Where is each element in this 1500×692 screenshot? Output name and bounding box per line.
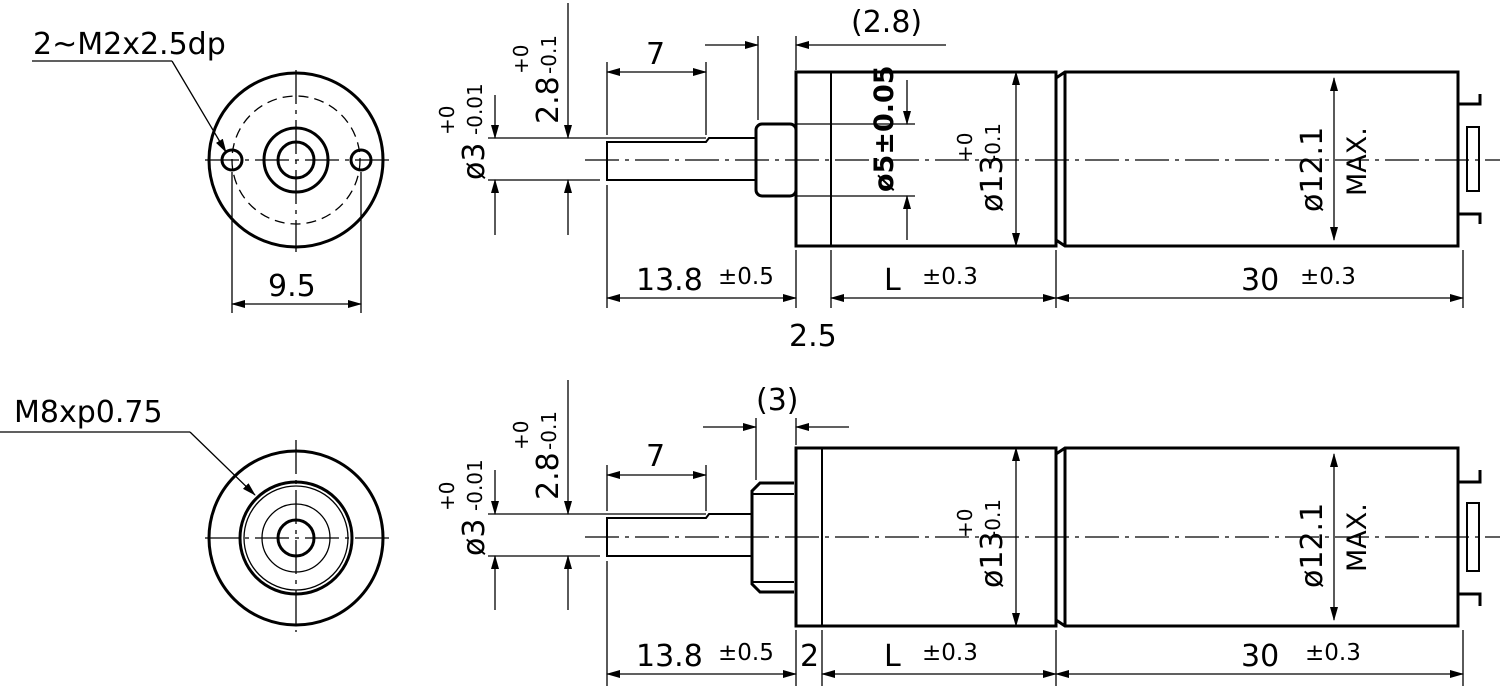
top-body-dia-label: ø13 [975,155,1010,212]
bottom-body-dia-label: ø13 [975,531,1010,588]
top-flat-depth-tol-lower: -0.1 [537,35,561,74]
bottom-flat-len-label: 7 [646,439,665,474]
top-flat-len-label: 7 [646,37,665,72]
top-motor-end-cap [1466,126,1480,192]
top-shaft-len-label: 13.8 [636,263,703,298]
bottom-gearbox-len-label: L [884,639,901,674]
bottom-flat-depth-tol-upper: +0 [509,421,533,450]
top-end-thread-callout: 2~M2x2.5dp [33,27,226,62]
bottom-end-view: M8xp0.75 [0,395,390,632]
top-shaft-outline [606,137,756,181]
top-shaft-len-tol: ±0.5 [718,264,774,290]
top-collar-len-label: 2.5 [789,319,837,354]
bottom-boss-len-label: (3) [756,383,799,418]
bottom-motor-len-tol: ±0.3 [1305,640,1361,666]
top-motor-len-tol: ±0.3 [1300,264,1356,290]
top-end-callout-leader [171,60,227,153]
bottom-body-dia-tol-upper: +0 [953,509,977,538]
top-boss-dia-label: ø5±0.05 [869,65,900,192]
bottom-shaft-len-tol: ±0.5 [718,640,774,666]
bottom-motor-len-label: 30 [1241,639,1279,674]
top-gearbox-body [794,70,1058,248]
top-shaft-dia-tol-upper: +0 [435,106,459,135]
bottom-motor-dia-note: MAX. [1342,503,1373,572]
top-boss-len-label: (2.8) [851,5,922,40]
bottom-gearbox-len-tol: ±0.3 [922,640,978,666]
top-gearbox-len-label: L [884,263,901,298]
bottom-shaft-dia-tol-upper: +0 [435,482,459,511]
top-shaft-dia-label: ø3 [457,143,492,180]
bottom-flat-depth-tol-lower: -0.1 [537,411,561,450]
top-end-hole-spacing-label: 9.5 [268,269,316,304]
bottom-shaft-dia-tol-lower: -0.01 [463,459,487,511]
bottom-side-view: ø3 +0 -0.01 2.8 +0 -0.1 7 (3) ø13 +0 -0.… [435,380,1500,686]
bottom-motor-dia-label: ø12.1 [1295,503,1330,588]
bottom-collar-len-label: 2 [800,639,819,674]
top-flat-depth-tol-upper: +0 [509,45,533,74]
bottom-flat-depth-label: 2.8 [531,452,566,500]
top-motor-len-label: 30 [1241,263,1279,298]
bottom-end-thread-callout: M8xp0.75 [14,395,163,430]
top-side-view: ø3 +0 -0.01 2.8 +0 -0.1 7 (2.8) ø5±0.05 [435,3,1500,354]
top-motor-body [1055,70,1460,248]
bottom-motor-terminals [1458,470,1482,606]
top-motor-dia-label: ø12.1 [1295,127,1330,212]
bottom-end-callout-leader [189,431,256,496]
bottom-shaft-outline [606,513,752,557]
top-shaft-dia-tol-lower: -0.01 [463,83,487,135]
top-motor-dia-note: MAX. [1342,127,1373,196]
top-motor-terminals [1458,94,1482,224]
top-body-dia-tol-lower: -0.1 [981,123,1005,162]
top-gearbox-len-tol: ±0.3 [922,264,978,290]
bottom-shaft-dia-label: ø3 [457,519,492,556]
bottom-body-dia-tol-lower: -0.1 [981,499,1005,538]
top-flat-depth-label: 2.8 [531,76,566,124]
top-end-view: 9.5 2~M2x2.5dp [32,27,390,313]
top-body-dia-tol-upper: +0 [953,133,977,162]
bottom-shaft-len-label: 13.8 [636,639,703,674]
